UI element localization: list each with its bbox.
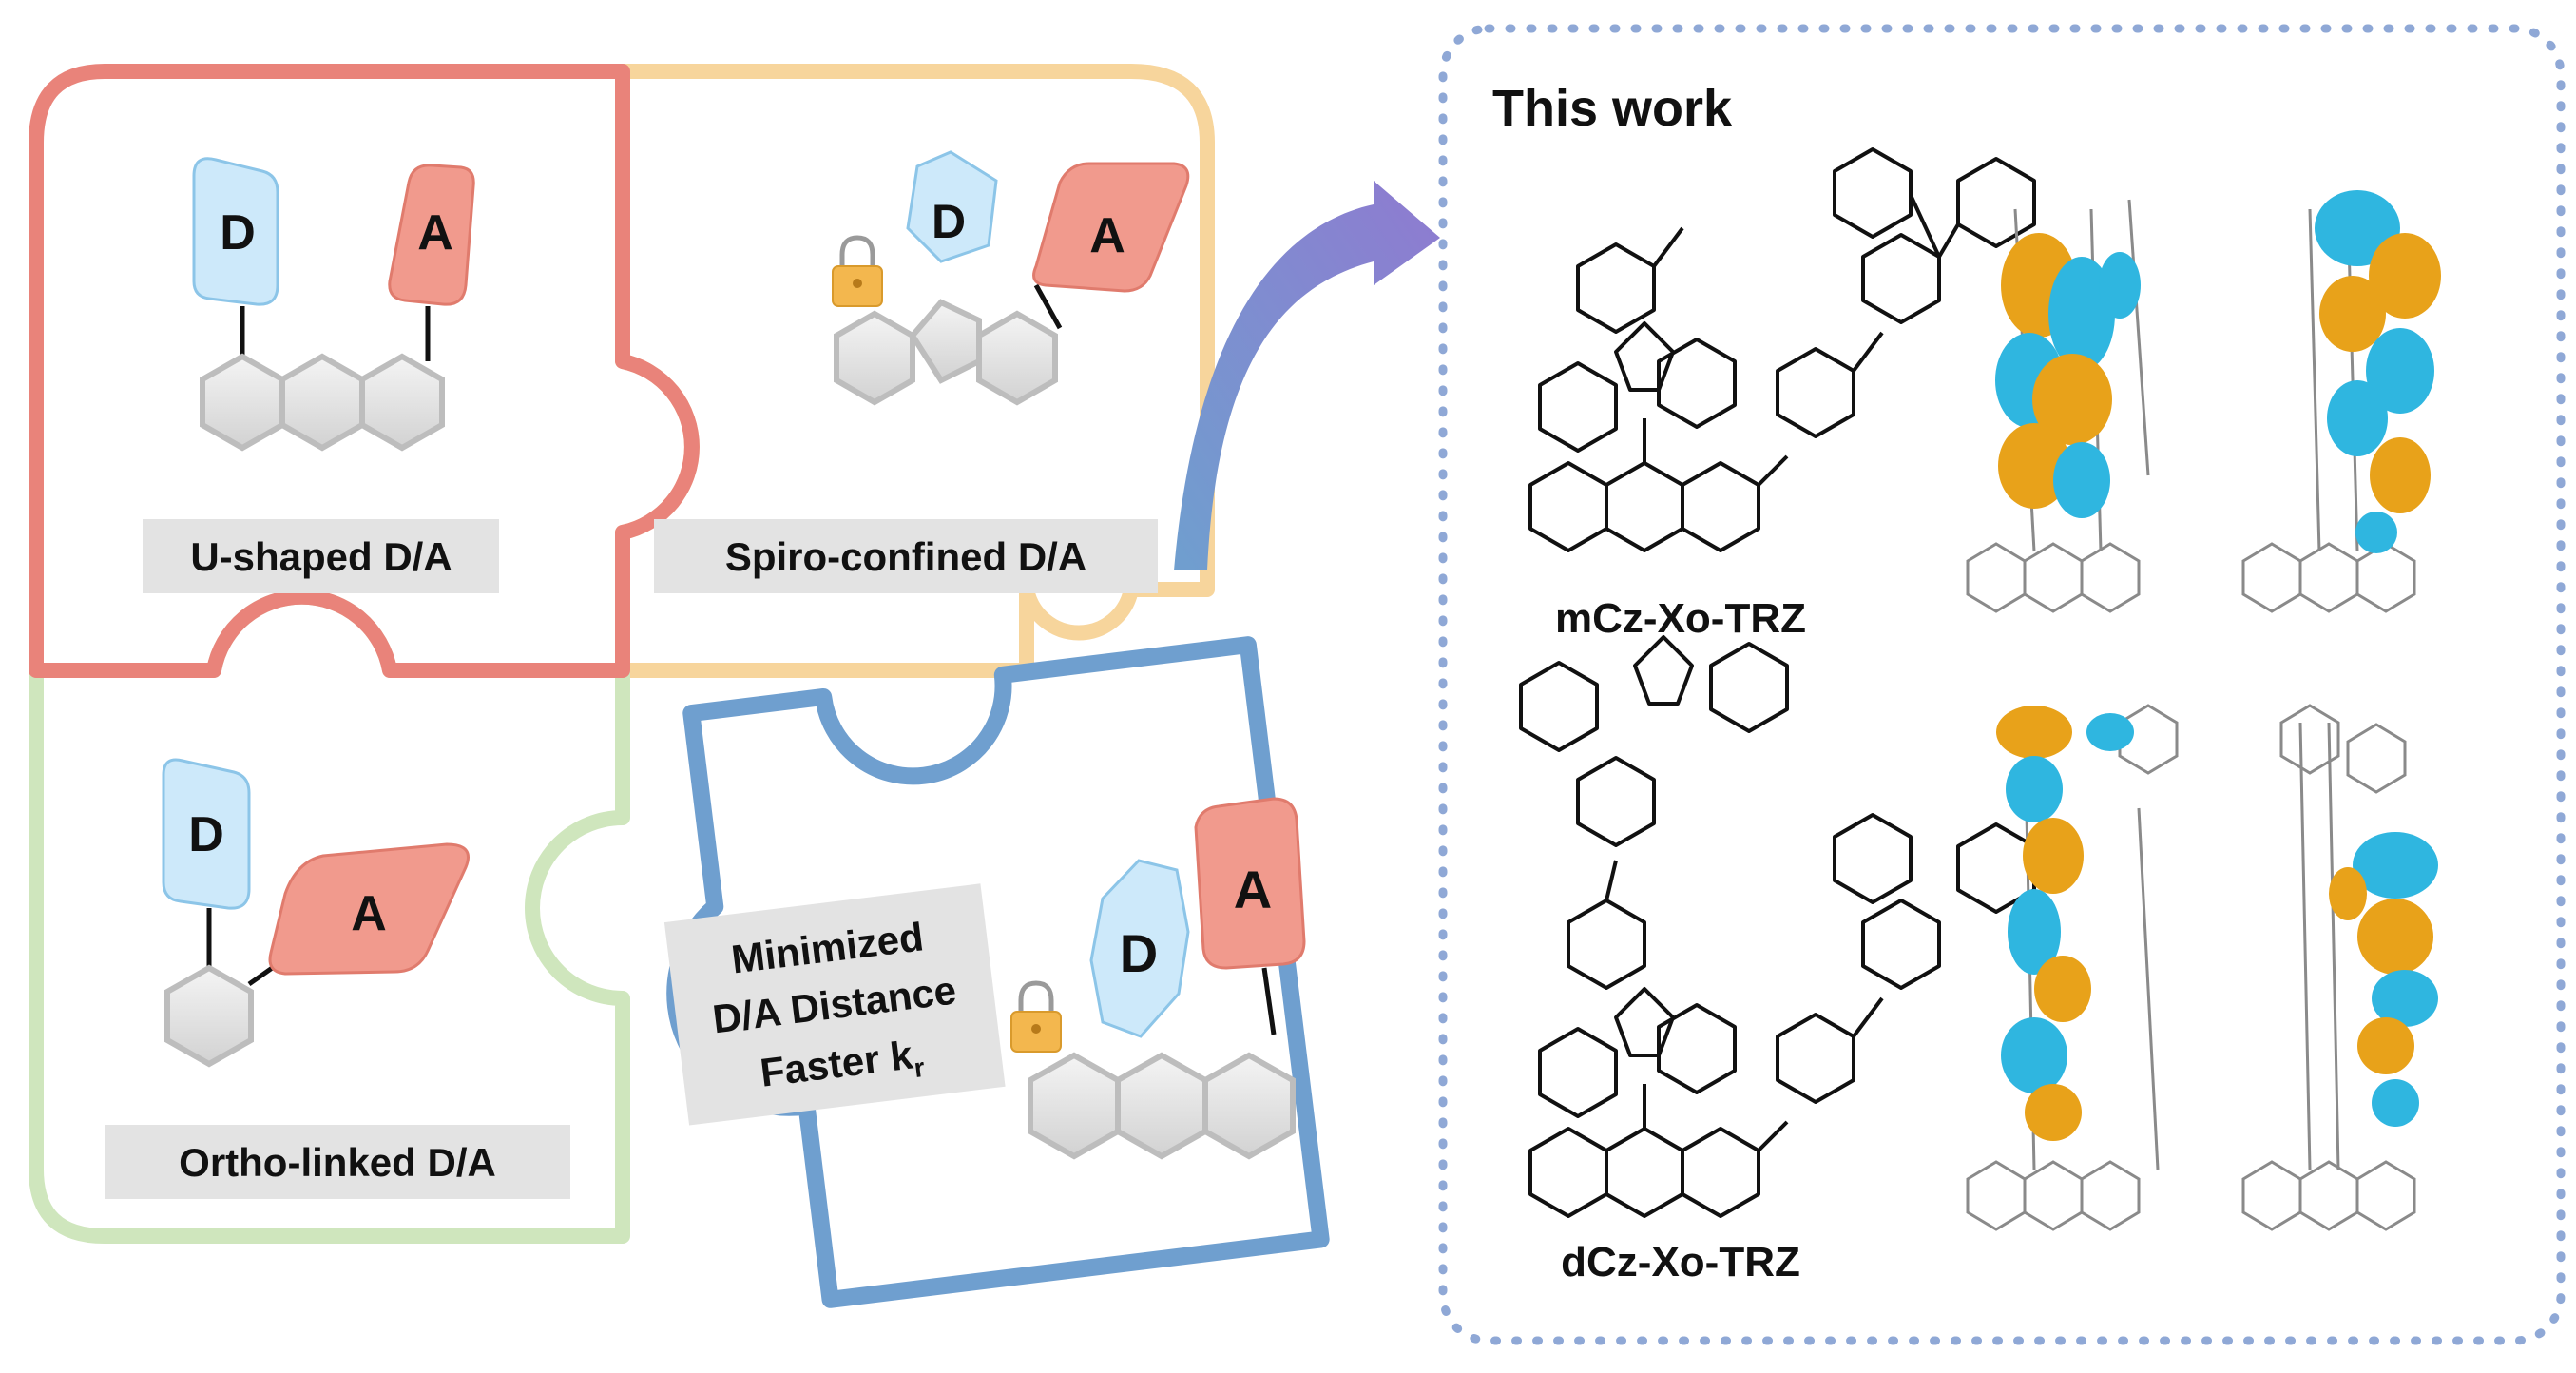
spiro-confined-molecule [834, 283, 1063, 406]
spiro-confined-donor-shape [906, 150, 998, 263]
lock-icon [832, 235, 883, 307]
this-work-panel [1438, 24, 2566, 1345]
u-shaped-donor-shape [192, 157, 279, 306]
u-shaped-acceptor-shape [388, 164, 475, 306]
lock-icon [1010, 980, 1062, 1053]
spiro-confined-label-box [654, 519, 1158, 593]
mcz-xo-trz-homo-image [1966, 199, 2150, 613]
dcz-xo-trz-homo-image [1966, 704, 2179, 1231]
u-shaped-label-box [143, 519, 499, 593]
u-shaped-label: U-shaped D/A [190, 534, 452, 579]
dcz-xo-trz-lumo-image [2241, 704, 2438, 1231]
mcz-xo-trz-name: mCz-Xo-TRZ [1555, 595, 1806, 642]
u-shaped-molecule [200, 306, 445, 452]
this-work-title: This work [1492, 80, 1733, 137]
mcz-xo-trz-structure [1528, 147, 2036, 552]
ortho-linked-acceptor-shape [268, 842, 470, 976]
minimized-acceptor-label: A [1234, 860, 1272, 919]
ortho-linked-acceptor-label: A [351, 886, 387, 941]
minimized-acceptor-shape [1194, 797, 1306, 970]
minimized-label-box [663, 883, 1006, 1126]
curved-arrow [1174, 181, 1440, 570]
spiro-confined-donor-label: D [932, 195, 966, 248]
dcz-xo-trz-structure [1519, 635, 2036, 1218]
minimized-donor-label: D [1120, 923, 1158, 983]
spiro-confined-label: Spiro-confined D/A [725, 534, 1086, 579]
u-shaped-piece [29, 64, 700, 678]
ortho-linked-label-box [105, 1125, 570, 1199]
ortho-linked-donor-label: D [188, 807, 224, 862]
mcz-xo-trz-lumo-image [2241, 190, 2441, 613]
spiro-confined-acceptor-label: A [1089, 208, 1125, 263]
ortho-linked-donor-shape [162, 758, 251, 910]
minimized-donor-shape [1089, 859, 1190, 1038]
dcz-xo-trz-name: dCz-Xo-TRZ [1561, 1239, 1800, 1286]
u-shaped-acceptor-label: A [417, 205, 453, 261]
ortho-linked-label: Ortho-linked D/A [179, 1140, 496, 1185]
spiro-confined-acceptor-shape [1032, 162, 1190, 293]
minimized-molecule [1028, 967, 1296, 1160]
u-shaped-donor-label: D [220, 205, 256, 261]
